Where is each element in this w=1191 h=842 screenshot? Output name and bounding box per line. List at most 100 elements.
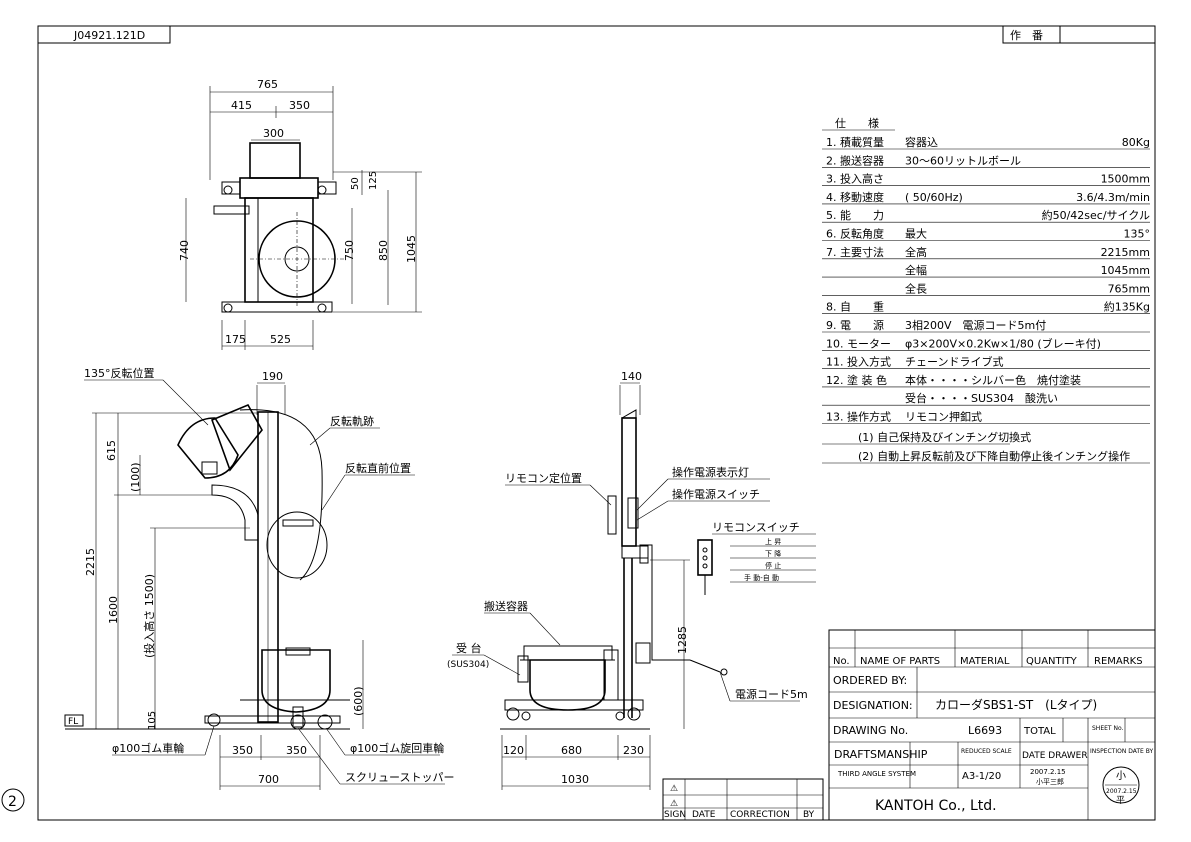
front-view: 190 FL 2215 615 1600 (100: [64, 366, 454, 790]
inspection-stamp: [1102, 766, 1140, 804]
tb-header-remarks: REMARKS: [1094, 656, 1143, 667]
spec-row-value: 容器込: [905, 135, 938, 149]
tb-total-label: TOTAL: [1023, 726, 1056, 737]
spec-row-value: ( 50/60Hz): [905, 191, 963, 204]
dim-525: 525: [270, 333, 291, 346]
spec-row-value2: 1500mm: [1101, 173, 1150, 186]
tb-header-material: MATERIAL: [960, 656, 1010, 667]
tb-header-quantity: QUANTITY: [1026, 656, 1078, 667]
spec-row-label: 3. 投入高さ: [826, 172, 884, 186]
dim-1285: 1285: [676, 626, 689, 654]
spec-row-label: 6. 反転角度: [826, 227, 884, 241]
rev-header-by: BY: [803, 810, 815, 820]
tb-ordered-by: ORDERED BY:: [833, 674, 907, 687]
label-before-rev: 反転直前位置: [345, 461, 411, 475]
spec-row-value2: 約50/42sec/サイクル: [1042, 208, 1150, 222]
dim-350a: 350: [232, 744, 253, 757]
tb-drawing-no-label: DRAWING No.: [833, 724, 908, 737]
remote-pendant: [697, 539, 713, 576]
tb-company: KANTOH Co., Ltd.: [875, 798, 997, 814]
spec-row-label: 8. 自 重: [826, 300, 884, 314]
dim-415: 415: [231, 99, 252, 112]
rev-header-sign: SIGN: [664, 810, 686, 820]
dim-190: 190: [262, 370, 283, 383]
spec-row-value2: 1045mm: [1101, 264, 1150, 277]
dim-700: 700: [258, 773, 279, 786]
spec-row-label: 11. 投入方式: [826, 355, 891, 369]
spec-row-label: 10. モーター: [826, 337, 891, 350]
rev-header-correction: CORRECTION: [730, 810, 790, 820]
tb-designation-value: カローダSBS1-ST (Lタイプ): [935, 697, 1097, 712]
sheet-border: [37, 25, 1156, 821]
tb-header-parts: NAME OF PARTS: [860, 656, 940, 667]
spec-row-label: 4. 移動速度: [826, 190, 884, 204]
spec-row-label: 9. 電 源: [826, 318, 884, 332]
dim-750: 750: [343, 240, 356, 261]
dim-765: 765: [257, 78, 278, 91]
spec-row-value2: 765mm: [1108, 282, 1150, 295]
tb-date-drawer: DATE DRAWER: [1022, 751, 1088, 761]
tb-sheet-no-label: SHEET No.: [1092, 725, 1124, 732]
label-remote-pos: リモコン定位置: [505, 471, 582, 485]
dim-600: (600): [352, 686, 365, 716]
top-view: 765 415 350 300 740 50 125 750 85: [178, 78, 422, 350]
spec-row-label: 7. 主要寸法: [826, 245, 884, 259]
sakuban-box: [1002, 25, 1156, 44]
label-rev135: 135°反転位置: [84, 366, 155, 380]
dim-120: 120: [503, 744, 524, 757]
spec-row-value2: 3.6/4.3m/min: [1076, 191, 1150, 204]
spec-row-label: 12. 塗 装 色: [826, 373, 887, 387]
tb-drawing-no-value: L6693: [968, 724, 1002, 737]
sheet-mark: 2: [8, 794, 17, 810]
dim-680: 680: [561, 744, 582, 757]
spec-row-value: 全長: [905, 281, 927, 295]
spec-row-value2: 2215mm: [1101, 246, 1150, 259]
dim-125: 125: [368, 171, 379, 190]
spec-row-value: 全幅: [905, 263, 927, 277]
spec-note-1: (1) 自己保持及びインチング切換式: [858, 430, 1031, 444]
dim-100: (100): [129, 462, 142, 492]
label-stopper: スクリューストッパー: [345, 771, 454, 784]
label-power-switch: 操作電源スイッチ: [672, 487, 760, 501]
tb-stamp-top: 小: [1116, 770, 1126, 782]
tb-date-value: 2007.2.15: [1030, 768, 1066, 776]
tb-inspection: INSPECTION DATE BY: [1090, 748, 1154, 755]
dim-175: 175: [225, 333, 246, 346]
dim-350b: 350: [286, 744, 307, 757]
label-wheel-swivel: φ100ゴム旋回車輪: [350, 741, 444, 755]
dim-300: 300: [263, 127, 284, 140]
tb-scale-value: A3-1/20: [962, 771, 1001, 782]
spec-row-value: チェーンドライブ式: [905, 355, 1003, 369]
label-wheel-fixed: φ100ゴム車輪: [112, 741, 184, 755]
spec-row-value: 最大: [905, 227, 927, 241]
spec-note-2: (2) 自動上昇反転前及び下降自動停止後インチング操作: [858, 449, 1130, 463]
dim-350-top: 350: [289, 99, 310, 112]
label-remote-switch: リモコンスイッチ: [712, 521, 800, 534]
tb-third-angle: THIRD ANGLE SYSTEM: [837, 770, 916, 778]
spec-row-label: 13. 操作方式: [826, 410, 891, 424]
dim-850: 850: [377, 240, 390, 261]
dim-230: 230: [623, 744, 644, 757]
spec-row-label: 5. 能 力: [826, 208, 884, 222]
spec-row-value: リモコン押釦式: [905, 410, 982, 424]
dim-2215: 2215: [84, 548, 97, 576]
tb-header-no: No.: [833, 656, 850, 667]
label-container: 搬送容器: [484, 599, 528, 613]
spec-header: 仕 様: [835, 116, 879, 130]
drawing-code-box: [37, 25, 171, 44]
tb-reduced-scale: REDUCED SCALE: [961, 748, 1012, 755]
spec-row-value: 受台・・・・SUS304 酸洗い: [905, 391, 1058, 405]
sakuban-label: 作 番: [1010, 29, 1043, 42]
title-block: No. NAME OF PARTS MATERIAL QUANTITY REMA…: [828, 629, 1156, 821]
dim-1030: 1030: [561, 773, 589, 786]
tb-draftsmanship: DRAFTSMANSHIP: [834, 748, 928, 761]
remote-btn-mode: 手 動-自 動: [744, 573, 779, 582]
label-base-mat: (SUS304): [447, 660, 489, 670]
dim-50: 50: [350, 177, 361, 190]
tb-stamp-date: 2007.2.15: [1106, 788, 1137, 795]
dim-1600: 1600: [107, 596, 120, 624]
spec-row-value: 全高: [905, 245, 927, 259]
tb-drawer-value: 小平三郎: [1036, 777, 1064, 786]
